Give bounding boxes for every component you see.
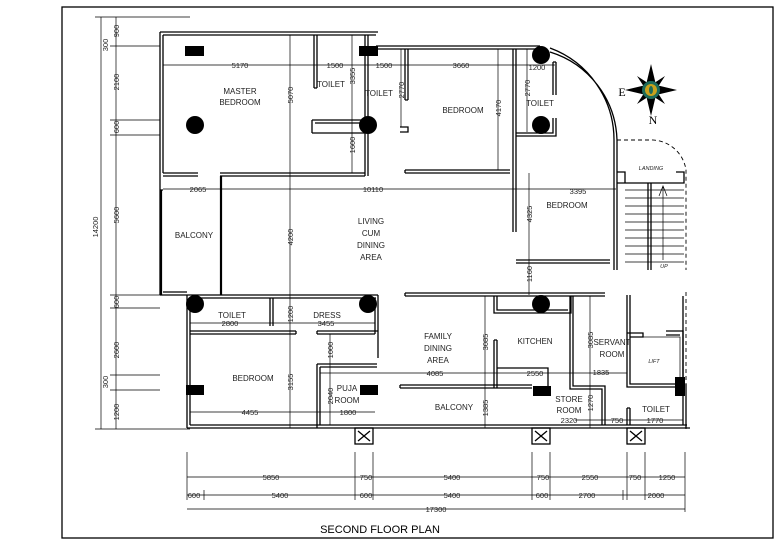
dim-label: 5070 <box>286 87 295 104</box>
dim-label: 2770 <box>397 82 406 99</box>
dim-label: 5600 <box>112 207 121 224</box>
dim-label-total-width: 17300 <box>426 505 447 514</box>
room-bedroom-2: BEDROOM <box>442 106 484 115</box>
dim-label: 5400 <box>444 473 461 482</box>
dim-label: 3155 <box>286 374 295 391</box>
walls <box>159 31 690 430</box>
dim-label: 4200 <box>286 229 295 246</box>
dim-label: 1250 <box>659 473 676 482</box>
room-balcony-2: BALCONY <box>435 403 474 412</box>
compass-north-label: N <box>649 113 658 127</box>
room-bedroom-4: BEDROOM <box>232 374 274 383</box>
dim-label: 600 <box>188 491 201 500</box>
dim-label: 600 <box>360 491 373 500</box>
dim-label: 2700 <box>579 491 596 500</box>
dim-label: 5400 <box>444 491 461 500</box>
room-toilet-1: TOILET <box>317 80 345 89</box>
dim-label: 1385 <box>481 400 490 417</box>
dim-label: 300 <box>101 376 110 389</box>
dim-label: 2000 <box>648 491 665 500</box>
dim-label: 2320 <box>561 416 578 425</box>
dim-label: 1160 <box>525 266 534 282</box>
dim-label: 4455 <box>242 408 259 417</box>
dim-label: 5400 <box>272 491 289 500</box>
dim-label: 2100 <box>112 74 121 91</box>
dim-label-total-height: 14200 <box>91 217 100 238</box>
lift-label: LIFT <box>648 359 660 365</box>
dim-label: 2770 <box>523 80 532 97</box>
dim-label: 3660 <box>453 61 470 70</box>
compass-rose-icon <box>625 64 677 116</box>
dim-label: 1200 <box>529 63 546 72</box>
dim-label: 2550 <box>582 473 599 482</box>
dim-label: 750 <box>360 473 373 482</box>
dim-label: 5170 <box>232 61 249 70</box>
ducts <box>354 427 646 445</box>
dim-label: 1000 <box>326 342 335 359</box>
dim-label: 3085 <box>481 334 490 351</box>
dim-label: 1200 <box>112 404 121 421</box>
dim-label: 3395 <box>570 187 587 196</box>
dim-label: 750 <box>629 473 642 482</box>
dim-label: 4325 <box>525 206 534 223</box>
lift-shaft <box>629 336 681 385</box>
landing-label: LANDING <box>639 166 664 172</box>
dim-label: 900 <box>112 25 121 38</box>
dim-label: 5850 <box>263 473 280 482</box>
stair-up-label: UP <box>660 264 668 270</box>
dim-label: 1835 <box>593 368 610 377</box>
dim-label: 750 <box>537 473 550 482</box>
dim-label: 2065 <box>190 185 207 194</box>
dim-label: 2800 <box>222 319 239 328</box>
dim-label: 3085 <box>586 332 595 349</box>
dim-label: 1270 <box>586 395 595 412</box>
dim-label: 4170 <box>494 100 503 117</box>
dim-label: 1800 <box>340 408 357 417</box>
dim-label: 2600 <box>112 342 121 359</box>
room-toilet-4: TOILET <box>218 311 246 320</box>
room-toilet-5: TOILET <box>642 405 670 414</box>
plan-title: SECOND FLOOR PLAN <box>320 524 440 536</box>
dim-label: 3355 <box>348 68 357 85</box>
room-dress: DRESS <box>313 311 341 320</box>
dimension-labels: 5170 1500 1500 3660 1200 2065 10110 3395… <box>91 25 675 514</box>
room-toilet-3: TOILET <box>526 99 554 108</box>
dim-label: 2040 <box>326 388 335 405</box>
room-kitchen: KITCHEN <box>517 337 552 346</box>
dim-label: 3455 <box>318 319 335 328</box>
drawing-frame <box>61 6 774 539</box>
windows <box>185 46 685 396</box>
compass-east-label: E <box>618 85 625 99</box>
dim-label: 1500 <box>376 61 393 70</box>
room-balcony-1: BALCONY <box>175 231 214 240</box>
dim-label: 1770 <box>647 416 664 425</box>
columns <box>186 46 550 313</box>
room-bedroom-3: BEDROOM <box>546 201 588 210</box>
dim-label: 2550 <box>527 369 544 378</box>
dim-label: 10110 <box>363 185 383 194</box>
room-toilet-2: TOILET <box>365 89 393 98</box>
dim-label: 1600 <box>348 137 357 154</box>
dim-label: 1500 <box>327 61 344 70</box>
dim-label: 600 <box>112 296 121 309</box>
dim-label: 300 <box>101 39 110 52</box>
dim-label: 600 <box>536 491 549 500</box>
dim-label: 1200 <box>286 306 295 323</box>
dimension-lines <box>95 16 686 512</box>
dim-label: 600 <box>112 121 121 134</box>
dim-label: 750 <box>611 416 624 425</box>
dim-label: 4085 <box>427 369 444 378</box>
